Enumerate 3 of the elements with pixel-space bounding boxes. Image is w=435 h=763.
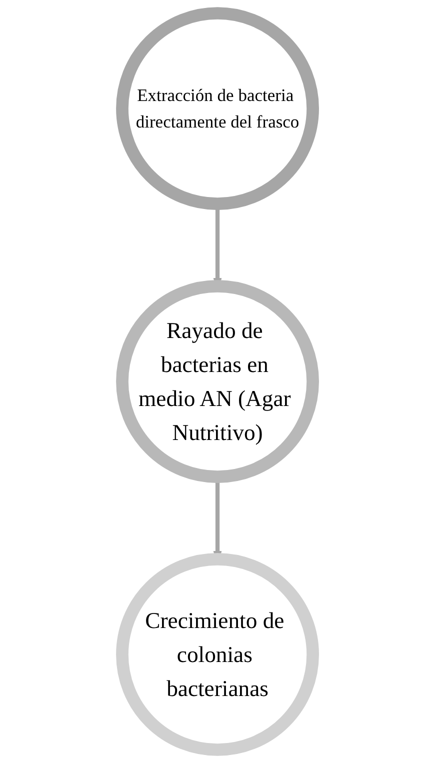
node-circle: Crecimiento de colonias bacterianas bbox=[116, 553, 319, 756]
node-circle: Rayado de bacterias en medio AN (Agar Nutritivo) bbox=[116, 280, 319, 483]
node-circle: Extracción de bacteria directamente del frasco bbox=[116, 7, 319, 210]
